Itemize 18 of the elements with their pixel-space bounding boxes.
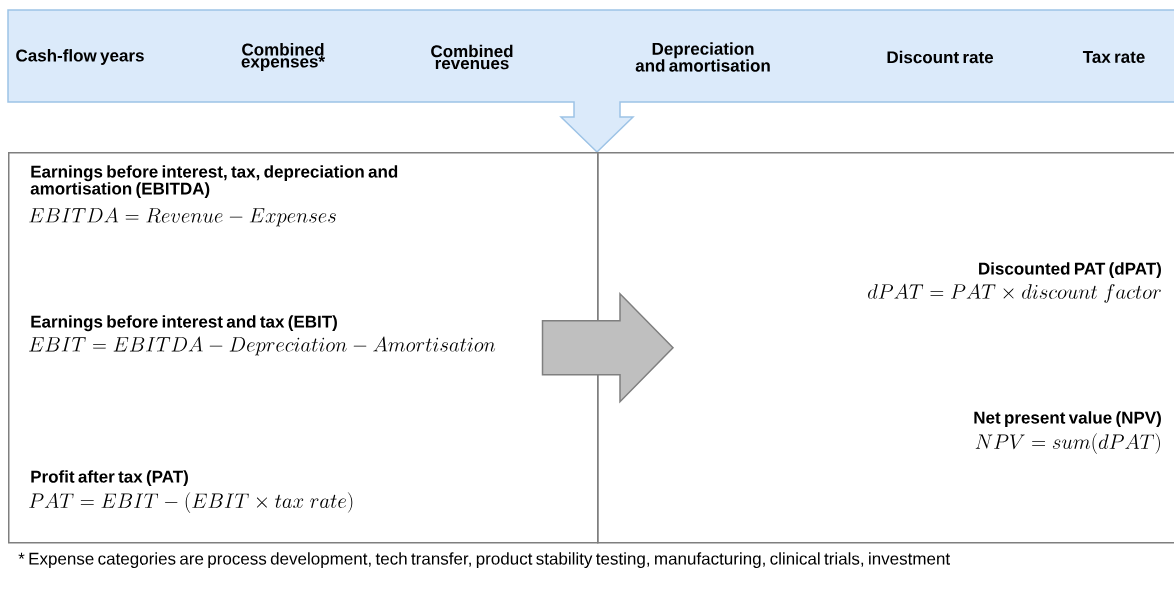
column-heading: Combined revenues (431, 44, 513, 70)
heading: Earnings before interest and tax (EBIT) (31, 315, 337, 332)
heading: Discounted PAT (dPAT) (979, 262, 1161, 279)
column-heading: Combined expenses* (241, 43, 326, 71)
block-arrow (541, 291, 675, 404)
column-heading: Cash-flow years (16, 49, 144, 65)
formula: $dPAT = PAT \times discount\ factor$ (868, 283, 1161, 303)
formula: $NPV = sum(dPAT)$ (975, 433, 1160, 454)
heading: Net present value (NPV) (974, 411, 1161, 428)
formula: $PAT = EBIT - (EBIT \times tax\ rate)$ (29, 492, 353, 513)
footnote: * Expense categories are process development, tech transfer, product stability testing, manufacturing, clinical trials, investment (18, 552, 950, 569)
column-heading: Discount rate (887, 50, 994, 64)
formula: $EBITDA = Revenue - Expenses$ (29, 207, 336, 227)
heading: Profit after tax (PAT) (31, 470, 188, 487)
column-heading: Tax rate (1082, 51, 1145, 63)
column-heading: Depreciation and amortisation (635, 42, 770, 72)
heading: Earnings before interest, tax, depreciation and amortisation (EBITDA) (30, 165, 398, 198)
formula: $EBIT = EBITDA - Depreciation - Amortisation$ (29, 336, 496, 356)
